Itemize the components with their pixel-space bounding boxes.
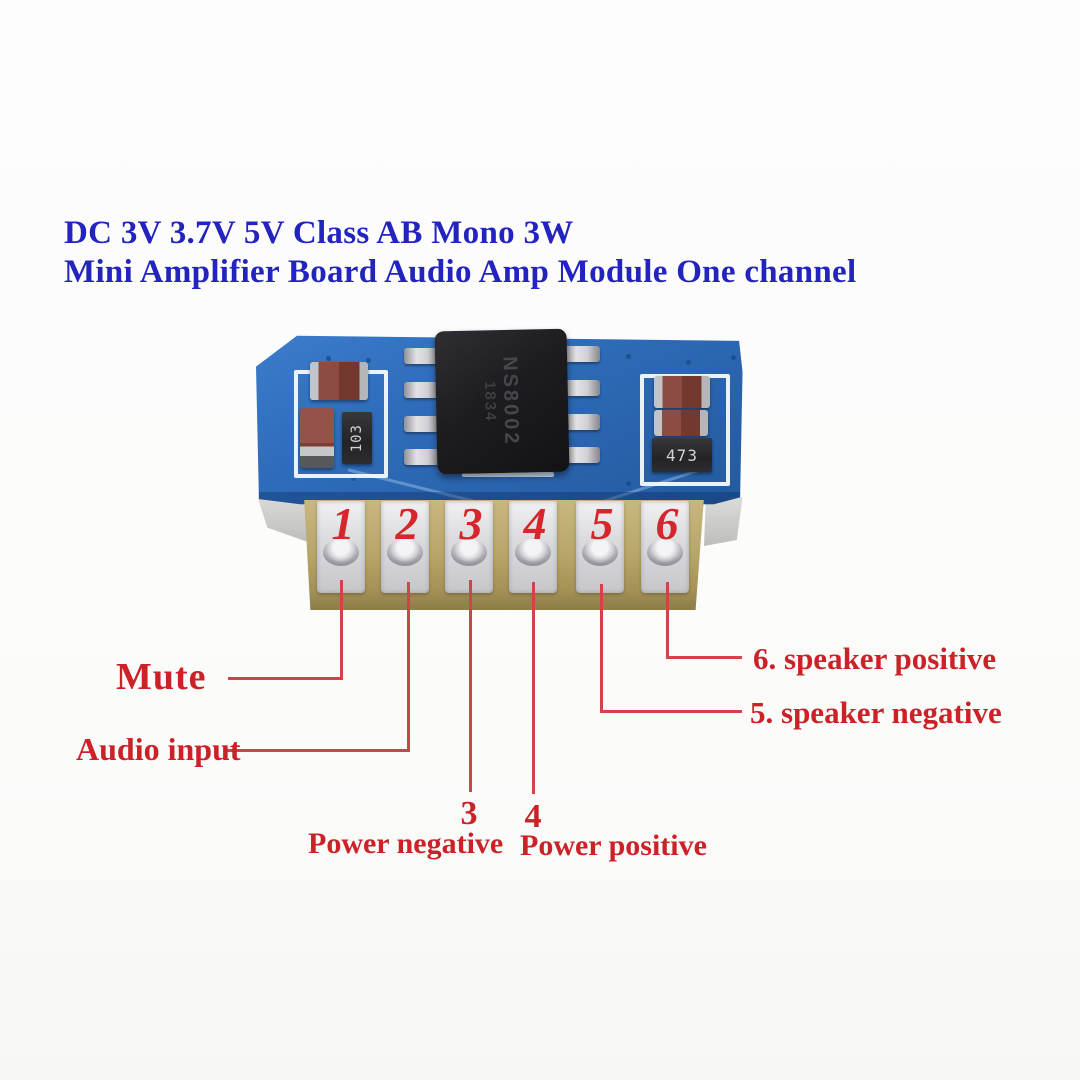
chip-leg: [564, 380, 600, 396]
callout-line-pin4: [532, 582, 535, 794]
resistor-code: 473: [666, 445, 698, 465]
callout-line-pin6: [666, 582, 669, 659]
solder-dimple: [451, 539, 487, 566]
label-speaker-positive: 6. speaker positive: [753, 641, 997, 676]
callout-line-pin1: [228, 677, 343, 680]
label-mute: Mute: [116, 656, 207, 698]
callout-line-pin2: [224, 749, 410, 752]
callout-line-pin5: [600, 710, 742, 713]
title-line-1: DC 3V 3.7V 5V Class AB Mono 3W: [64, 215, 574, 251]
solder-dimple: [515, 539, 551, 566]
chip-leg: [404, 348, 440, 364]
chip-leg: [564, 414, 600, 430]
label-speaker-negative: 5. speaker negative: [750, 695, 1002, 730]
solder-pad-6: [641, 501, 689, 593]
label-pin4-number: 4: [524, 798, 542, 835]
pin-number-3: 3: [459, 498, 483, 549]
capacitor: [310, 362, 368, 400]
left-component-group: 103: [294, 362, 388, 478]
solder-pad-3: [445, 501, 493, 593]
title-line-2: Mini Amplifier Board Audio Amp Module On…: [64, 254, 857, 290]
pin-number-5: 5: [590, 498, 614, 549]
callout-line-pin5: [600, 584, 603, 713]
solder-dimple: [387, 539, 423, 566]
label-power-positive: Power positive: [520, 829, 707, 862]
silkscreen-line: [462, 472, 554, 477]
label-pin3-number: 3: [460, 795, 478, 832]
board-edge-right: [704, 497, 743, 546]
solder-pad-2: [381, 501, 429, 593]
chip-leg: [564, 447, 600, 463]
chip-leg: [404, 382, 440, 398]
chip-leg: [564, 346, 600, 362]
chip-marking-line2: 1834: [481, 380, 500, 423]
chip-marking: NS8002 1834: [429, 334, 575, 469]
solder-dimple: [582, 539, 618, 566]
resistor: 103: [342, 412, 372, 464]
solder-pad-5: [576, 501, 624, 593]
solder-dimple: [647, 539, 683, 566]
chip-leg: [404, 449, 440, 465]
callout-line-pin2: [407, 582, 410, 752]
callout-line-pin1: [340, 580, 343, 680]
resistor: 473: [652, 438, 712, 472]
pin-header-connector: [304, 500, 704, 610]
amplifier-ic-chip: NS8002 1834: [434, 328, 570, 475]
product-title: DC 3V 3.7V 5V Class AB Mono 3W Mini Ampl…: [64, 214, 856, 292]
label-audio-input: Audio input: [76, 731, 241, 767]
pin-number-1: 1: [331, 498, 355, 549]
chip-leg: [404, 416, 440, 432]
right-component-group: 473: [640, 374, 730, 486]
callout-line-pin3: [469, 580, 472, 792]
pin-number-4: 4: [523, 498, 547, 549]
capacitor: [654, 410, 708, 436]
chip-marking-line1: NS8002: [499, 355, 523, 447]
resistor-code: 103: [349, 423, 365, 453]
label-power-negative: Power negative: [308, 827, 504, 860]
solder-pad-4: [509, 501, 557, 593]
solder-dimple: [323, 539, 359, 566]
pin-number-2: 2: [395, 498, 419, 549]
capacitor: [300, 408, 334, 468]
pin-number-6: 6: [655, 498, 679, 549]
capacitor: [654, 376, 710, 408]
solder-pad-1: [317, 501, 365, 593]
pcb-via-dots: [326, 356, 331, 361]
callout-line-pin6: [666, 656, 742, 659]
